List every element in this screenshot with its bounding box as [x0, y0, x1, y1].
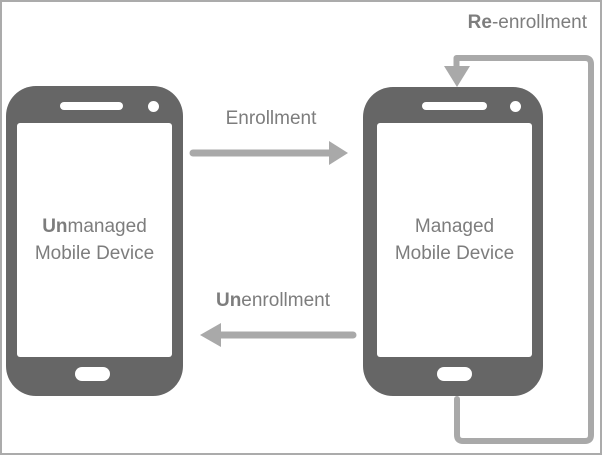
managed-device-screen: Managed Mobile Device: [377, 123, 532, 357]
managed-device-icon: Managed Mobile Device: [363, 87, 543, 396]
re-enrollment-loop-icon: [444, 55, 594, 444]
unmanaged-device-icon: Unmanaged Mobile Device: [6, 86, 183, 396]
home-button-icon: [75, 367, 110, 381]
enrollment-arrow-icon: [189, 141, 348, 165]
speaker-icon: [60, 102, 123, 110]
speaker-icon: [422, 102, 487, 110]
unmanaged-device-screen: Unmanaged Mobile Device: [17, 123, 172, 357]
camera-icon: [148, 101, 159, 112]
re-enrollment-label: Re-enrollment: [467, 12, 587, 33]
unenrollment-label: Unenrollment: [215, 290, 331, 311]
unmanaged-device-label: Unmanaged Mobile Device: [34, 216, 155, 264]
home-button-icon: [437, 367, 472, 381]
enrollment-label: Enrollment: [225, 108, 317, 129]
unenrollment-arrow-icon: [200, 323, 357, 347]
camera-icon: [510, 101, 521, 112]
managed-device-label: Managed Mobile Device: [394, 216, 515, 264]
